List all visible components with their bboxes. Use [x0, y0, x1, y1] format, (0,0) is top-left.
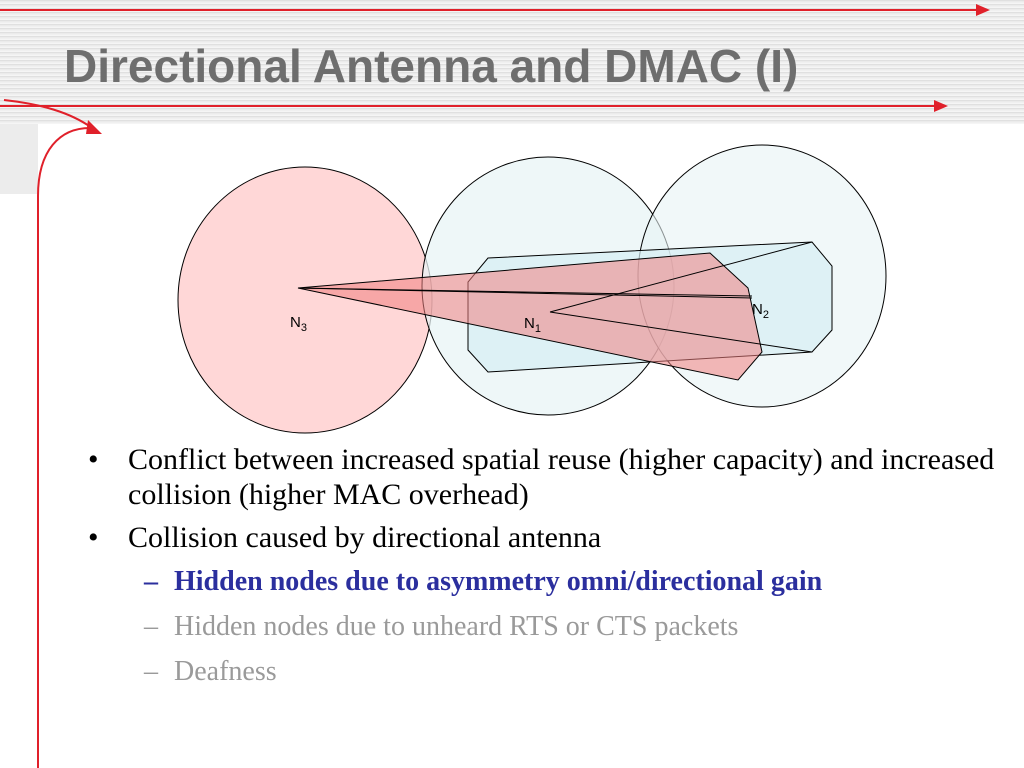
n3-beam-line-lower: [297, 287, 753, 299]
n1-beam-line-lower: [549, 311, 813, 353]
node-label-n1: N1: [524, 315, 541, 335]
left-curve-arrow-head-icon: [86, 120, 102, 134]
n3-directional-beam: [297, 252, 763, 381]
bullet-marker: •: [88, 521, 99, 554]
node-label-n3: N3: [290, 314, 307, 334]
sub-bullet-item: – Hidden nodes due to asymmetry omni/dir…: [88, 565, 1008, 598]
left-band: [0, 124, 38, 194]
sub-bullet-item: – Hidden nodes due to unheard RTS or CTS…: [88, 610, 1008, 643]
bullet-list: • Conflict between increased spatial reu…: [88, 442, 1008, 700]
bullet-text: Conflict between increased spatial reuse…: [128, 443, 995, 511]
sub-bullet-item: – Deafness: [88, 655, 1008, 688]
sub-bullet-text: Deafness: [174, 656, 277, 687]
left-curve-arrow: [3, 99, 93, 129]
sub-bullet-marker: –: [144, 566, 158, 597]
top-arrow-head-icon: [976, 4, 990, 16]
bullet-text: Collision caused by directional antenna: [128, 521, 602, 554]
n1-beam-line-upper: [549, 241, 813, 313]
bullet-marker: •: [88, 443, 99, 476]
slide-title: Directional Antenna and DMAC (I): [64, 40, 799, 92]
header-band: [0, 0, 1024, 124]
bullet-item: • Conflict between increased spatial reu…: [88, 442, 1008, 512]
left-curve-line: [37, 127, 91, 768]
sub-bullet-marker: –: [144, 656, 158, 687]
sub-bullet-text: Hidden nodes due to unheard RTS or CTS p…: [174, 611, 739, 642]
sub-bullet-marker: –: [144, 611, 158, 642]
bullet-item: • Collision caused by directional antenn…: [88, 520, 1008, 555]
mid-arrow-head-icon: [934, 100, 948, 112]
node-label-n2: N2: [752, 301, 769, 321]
sub-bullet-text: Hidden nodes due to asymmetry omni/direc…: [174, 566, 823, 597]
